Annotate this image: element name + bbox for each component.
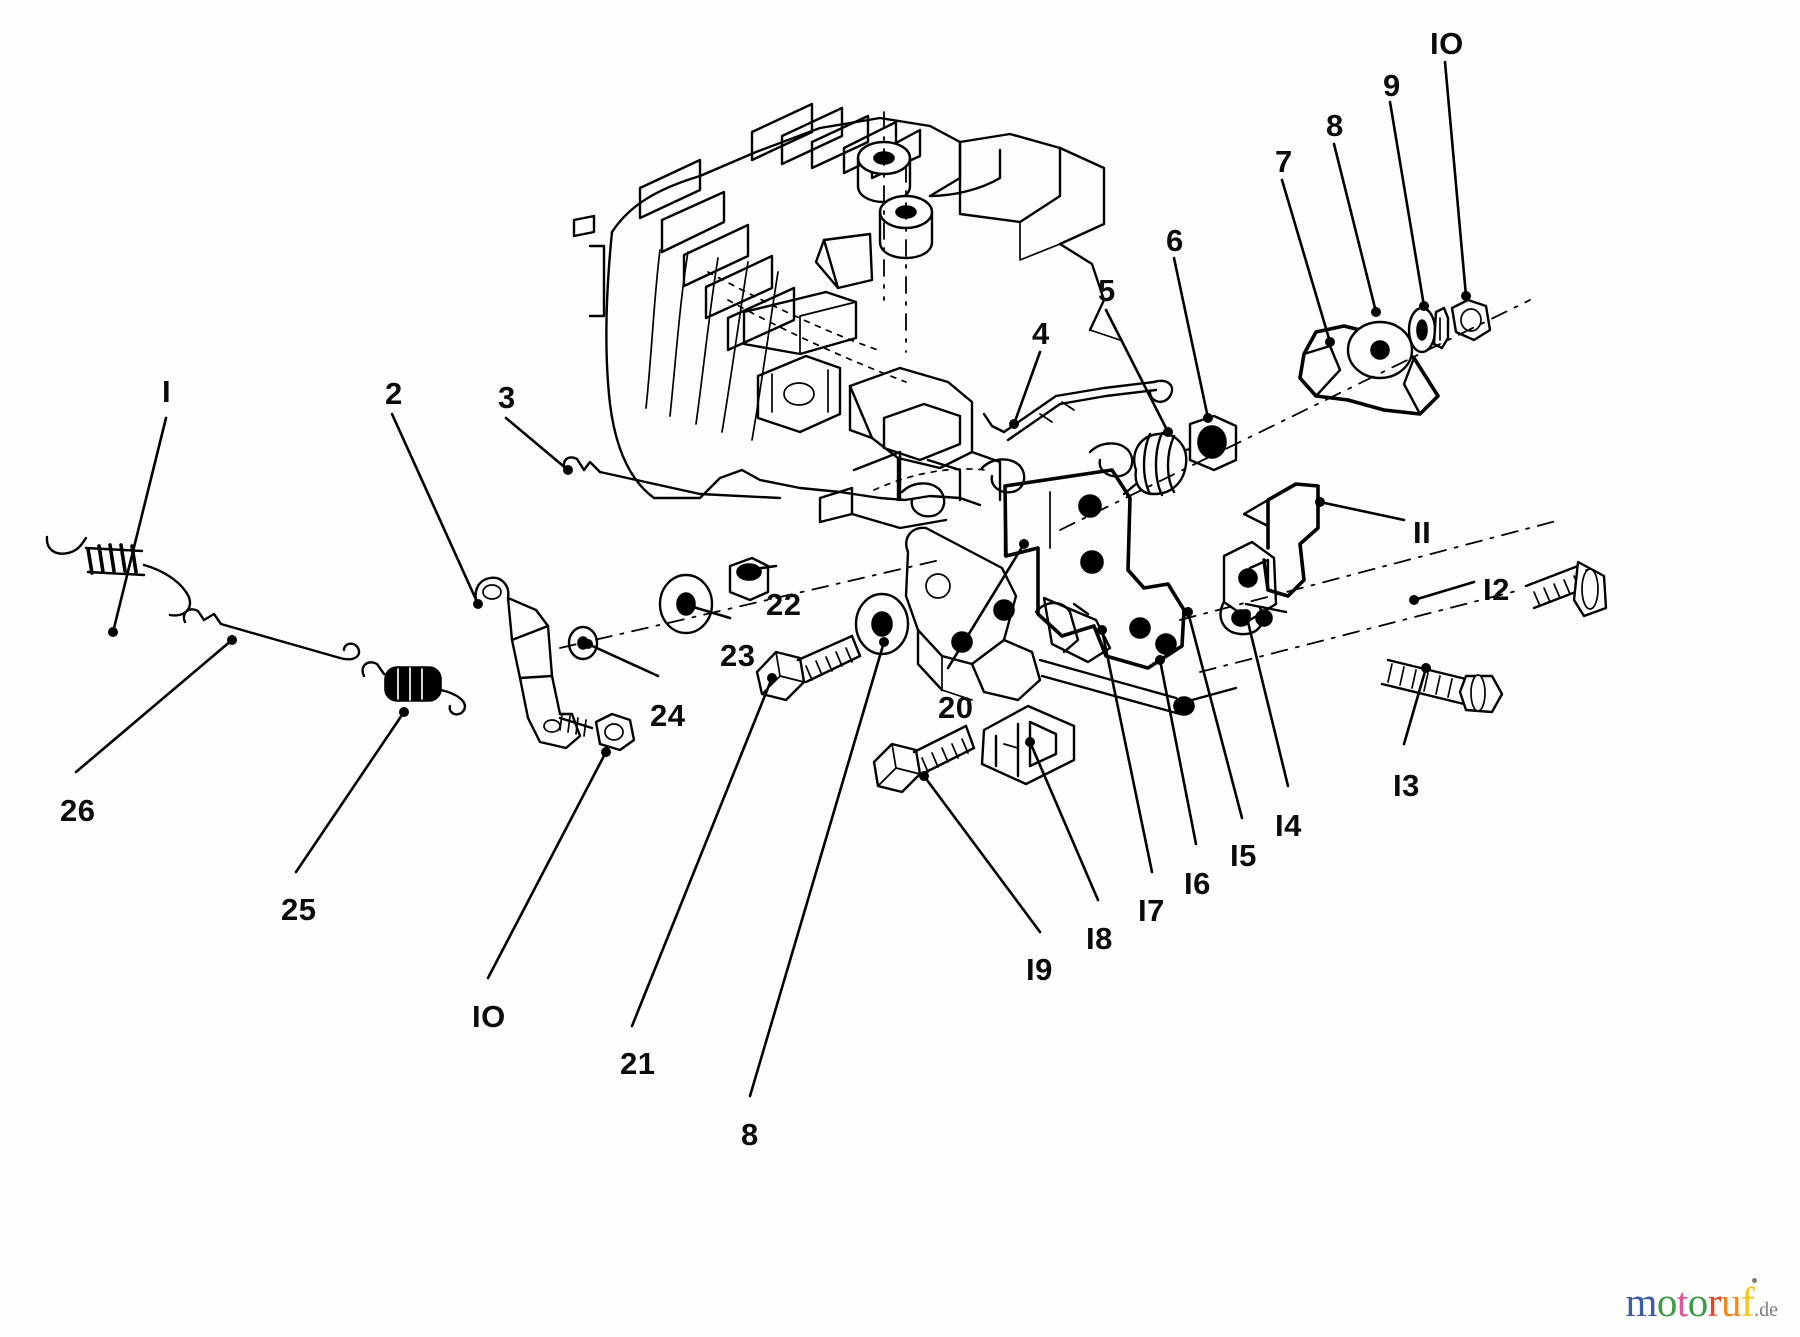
- part-21-hex-bolt: [755, 634, 862, 702]
- callout-16: I6: [1184, 866, 1211, 901]
- part-4-throttle-rod: [982, 379, 1174, 442]
- part-10-hex-nut: [1450, 298, 1492, 342]
- callout-5: 5: [1098, 273, 1116, 308]
- part-9-lock-washer: [1432, 306, 1450, 350]
- callout-14: I4: [1275, 808, 1302, 843]
- wm-suffix-de: .de: [1754, 1299, 1778, 1321]
- callout-7: 7: [1275, 144, 1293, 179]
- part-7-governor-arm: [1298, 320, 1440, 416]
- wm-letter-f: f: [1740, 1278, 1758, 1325]
- wm-letter-o2: o: [1687, 1279, 1709, 1325]
- callout-2: 2: [385, 376, 403, 411]
- part-3-governor-link-rod: [562, 456, 782, 500]
- part-25-extension-spring-small: [361, 661, 467, 716]
- callout-22: 22: [766, 587, 802, 622]
- part-2-control-lever-bracket: [474, 576, 636, 752]
- callout-15: I5: [1230, 838, 1257, 873]
- callout-8: 8: [1326, 108, 1344, 143]
- wm-letter-r: r: [1707, 1279, 1722, 1325]
- washer-left-of-bracket: [854, 592, 910, 656]
- callout-12: I2: [1483, 572, 1510, 607]
- callout-3: 3: [498, 380, 516, 415]
- callout-25: 25: [281, 892, 317, 927]
- part-13-long-screw: [1380, 658, 1504, 714]
- part-8-washer: [1407, 306, 1437, 354]
- callout-23: 23: [720, 638, 756, 673]
- part-26-wire-link-rod: [182, 608, 361, 661]
- part-22-spacer-collar: [728, 556, 770, 602]
- callout-20: 20: [938, 690, 974, 725]
- motoruf-watermark: motoruf.de: [1625, 1278, 1778, 1325]
- callout-26: 26: [60, 793, 96, 828]
- callout-6: 6: [1166, 223, 1184, 258]
- callout-11: II: [1413, 515, 1432, 550]
- callout-18: I8: [1086, 921, 1113, 956]
- callout-24: 24: [650, 698, 686, 733]
- wm-letter-t: t: [1676, 1279, 1688, 1325]
- part-16-speed-control-lever: [1042, 596, 1112, 664]
- part-1-extension-spring: [45, 535, 192, 617]
- callout-10: IO: [1430, 26, 1464, 61]
- callout-1: I: [162, 374, 172, 409]
- callout-8-lower: 8: [741, 1117, 759, 1152]
- part-15-control-plate: [1003, 468, 1186, 670]
- callout-9: 9: [1383, 68, 1401, 103]
- callout-13: I3: [1393, 768, 1420, 803]
- callout-4: 4: [1032, 316, 1050, 351]
- wm-letter-u: u: [1720, 1279, 1742, 1325]
- wm-letter-o1: o: [1656, 1279, 1678, 1325]
- engine-cylinder-assembly: [572, 102, 1134, 530]
- callout-17: I7: [1138, 893, 1165, 928]
- callout-19: I9: [1026, 952, 1053, 987]
- callout-10-lower: IO: [472, 999, 506, 1034]
- part-6-bushing: [1188, 414, 1238, 472]
- part-12-short-screw: [1524, 560, 1608, 618]
- callout-21: 21: [620, 1046, 656, 1081]
- part-11-throttle-bracket: [1242, 482, 1320, 627]
- wm-letter-m: m: [1625, 1279, 1657, 1325]
- hex-bolt-19: [872, 724, 976, 794]
- leader-lines: [74, 60, 1476, 1098]
- part-17-link-pin: [1038, 658, 1238, 716]
- part-18-brake-lever: [1034, 601, 1080, 654]
